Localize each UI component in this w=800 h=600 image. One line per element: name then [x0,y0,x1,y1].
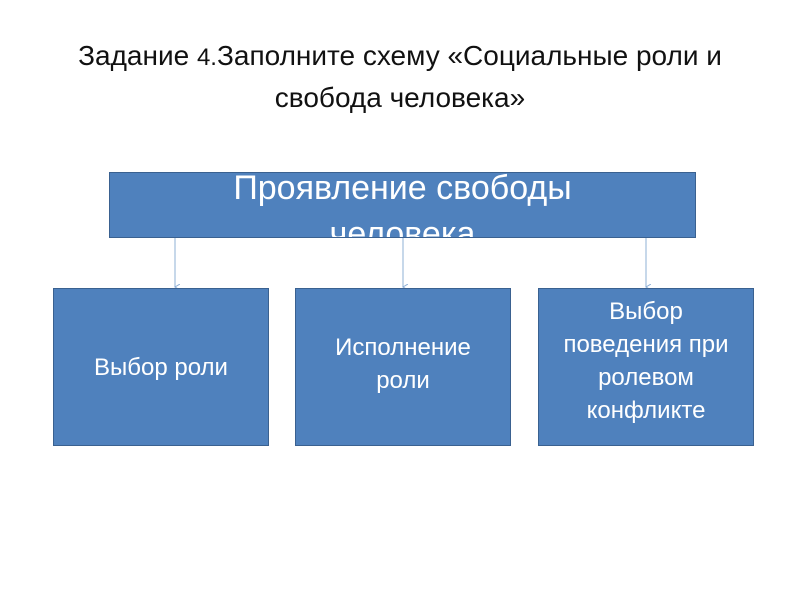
title-number: 4. [196,44,217,71]
root-box-label: Проявление свободы человека [233,172,572,238]
child-box-role-performance: Исполнение роли [295,288,511,446]
title-rest: Заполните схему «Социальные роли и свобо… [216,40,722,113]
child-box-label: Выбор поведения при ролевом конфликте [563,298,729,424]
root-box: Проявление свободы человека [109,172,696,238]
child-box-label: Исполнение роли [335,334,471,394]
child-box-label: Выбор роли [94,353,228,381]
slide-title: Задание 4.Заполните схему «Социальные ро… [40,36,760,118]
title-prefix: Задание [78,40,197,71]
child-box-conflict-behavior: Выбор поведения при ролевом конфликте [538,288,754,446]
child-box-role-choice: Выбор роли [53,288,269,446]
